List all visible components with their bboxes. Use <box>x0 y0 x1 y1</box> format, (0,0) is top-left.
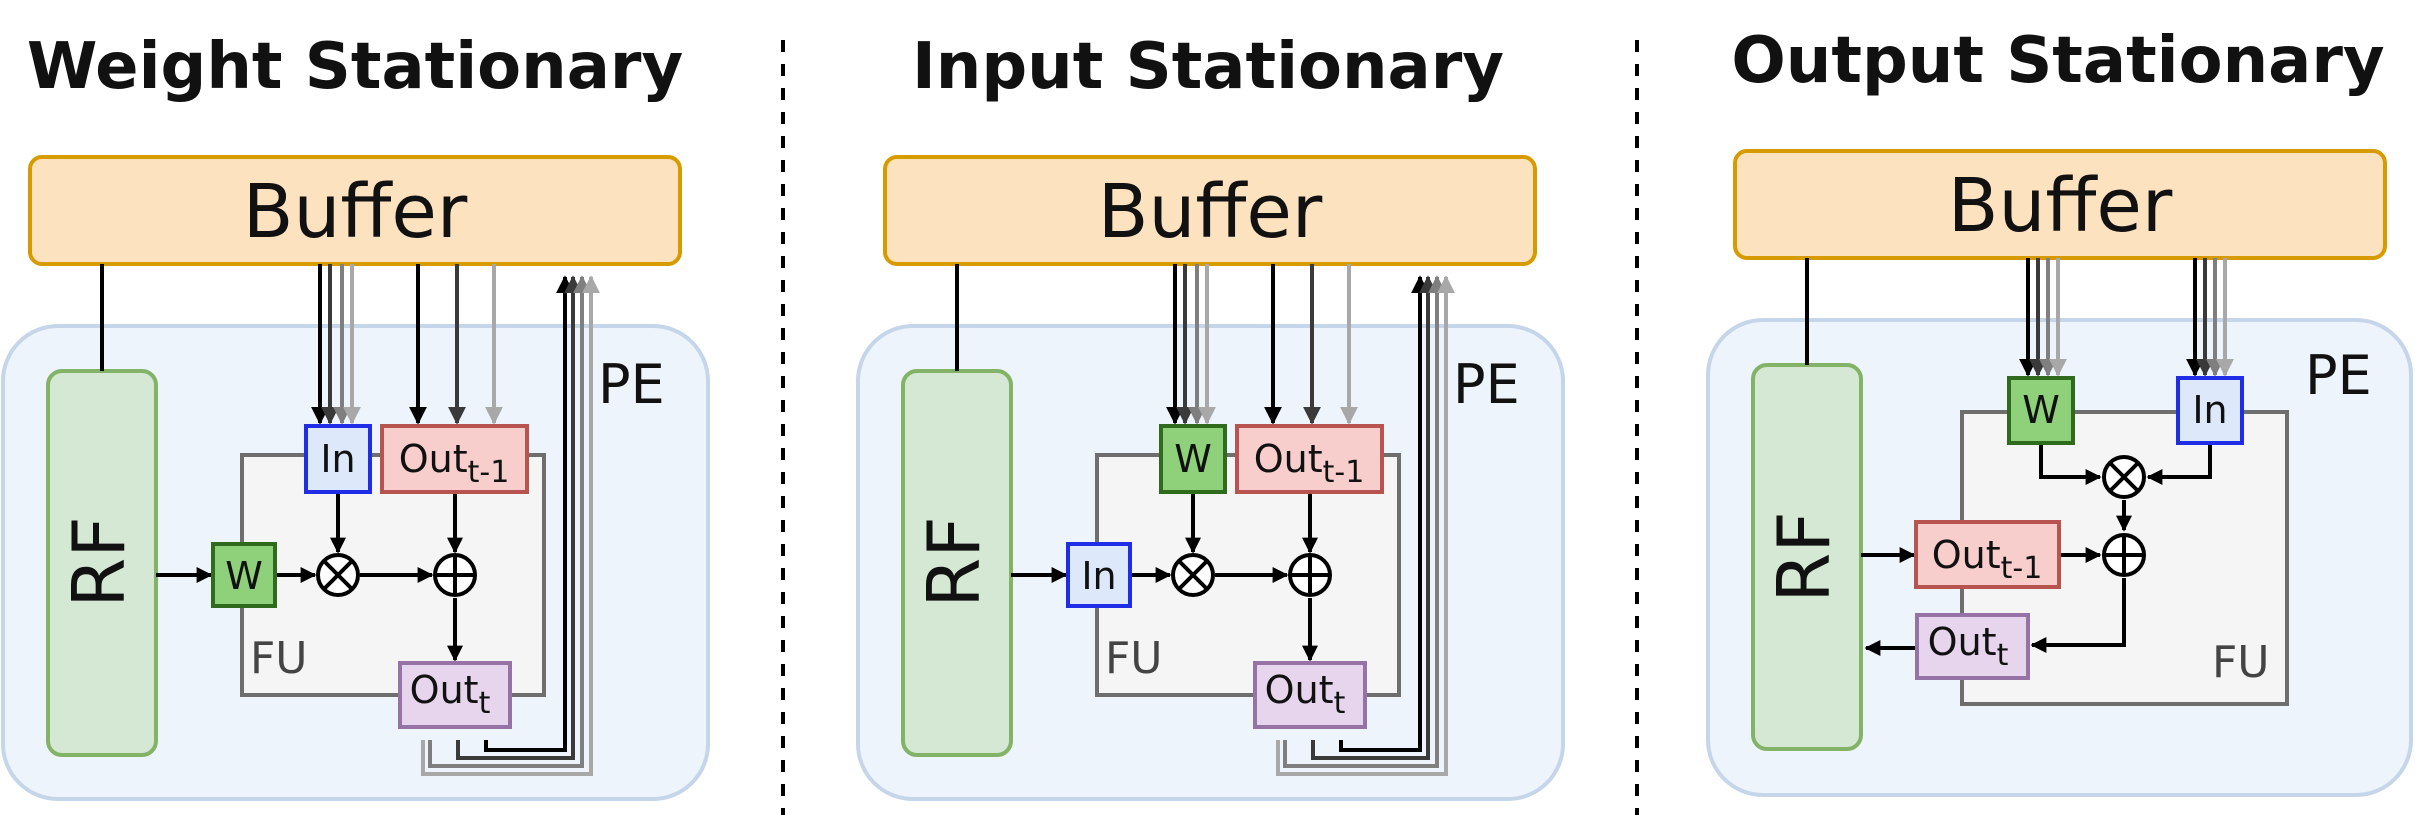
buffer-label: Buffer <box>243 169 468 255</box>
buffer-label: Buffer <box>1948 163 2173 249</box>
input-register-label: In <box>320 437 355 481</box>
rf-label: RF <box>1762 511 1846 602</box>
output-wire <box>428 275 591 768</box>
prev-output-register <box>1235 424 1384 494</box>
prev-output-register-label: Outt-1 <box>1254 437 1365 490</box>
multiply-operator <box>2102 455 2146 499</box>
output-wire <box>421 275 600 776</box>
multiply-operator <box>1171 553 1215 597</box>
output-register-label: Outt <box>410 668 491 721</box>
in-mul-wire <box>2146 443 2212 485</box>
panel-title: Input Stationary <box>912 30 1504 104</box>
fu-label: FU <box>2212 637 2270 688</box>
add-operator <box>433 553 477 597</box>
output-register <box>1915 613 2030 680</box>
weight-register-label: W <box>2022 388 2060 432</box>
pe-label: PE <box>1453 353 1520 416</box>
panel-input-stationary: Input Stationary PE FU RF Buffer <box>856 30 1565 801</box>
multiply-operator <box>316 553 360 597</box>
prev-output-register <box>380 424 529 494</box>
input-register-label: In <box>2192 388 2227 432</box>
pe-label: PE <box>2305 344 2372 407</box>
rf-label: RF <box>57 516 141 607</box>
pe-label: PE <box>598 353 665 416</box>
weight-register-label: W <box>1174 437 1212 481</box>
output-wire <box>1276 275 1455 776</box>
buffer-label: Buffer <box>1098 169 1323 255</box>
input-register <box>1066 542 1132 608</box>
fu-label: FU <box>250 633 308 684</box>
buffer-block <box>883 155 1537 266</box>
output-register <box>1253 661 1367 729</box>
output-wire <box>1339 275 1429 752</box>
fu-label: FU <box>1105 633 1163 684</box>
output-wire <box>484 275 574 752</box>
output-register-label: Outt <box>1265 668 1346 721</box>
weight-register <box>2007 376 2075 445</box>
add-out-wire <box>2030 578 2126 653</box>
add-operator <box>1288 553 1332 597</box>
weight-register <box>1159 424 1227 494</box>
input-register <box>2176 376 2244 445</box>
prev-output-register-label: Outt-1 <box>399 437 510 490</box>
rf-label: RF <box>912 516 996 607</box>
panel-title: Output Stationary <box>1731 24 2384 98</box>
output-wire <box>456 275 582 760</box>
output-wire <box>1311 275 1437 760</box>
output-wire <box>1283 275 1446 768</box>
panel-weight-stationary: Weight Stationary PE FU RF Buffer <box>1 30 710 801</box>
weight-register <box>211 542 277 608</box>
prev-output-register <box>1914 520 2061 589</box>
weight-register-label: W <box>225 554 263 598</box>
w-mul-wire <box>2039 443 2102 485</box>
input-register <box>304 424 372 494</box>
buffer-block <box>28 155 682 266</box>
panel-title: Weight Stationary <box>27 30 683 104</box>
output-register <box>398 661 512 729</box>
input-register-label: In <box>1081 554 1116 598</box>
output-register-label: Outt <box>1928 620 2009 673</box>
add-operator <box>2102 533 2146 577</box>
panel-output-stationary: Output Stationary PE FU RF Buffer <box>1706 24 2413 797</box>
prev-output-register-label: Outt-1 <box>1932 533 2043 586</box>
